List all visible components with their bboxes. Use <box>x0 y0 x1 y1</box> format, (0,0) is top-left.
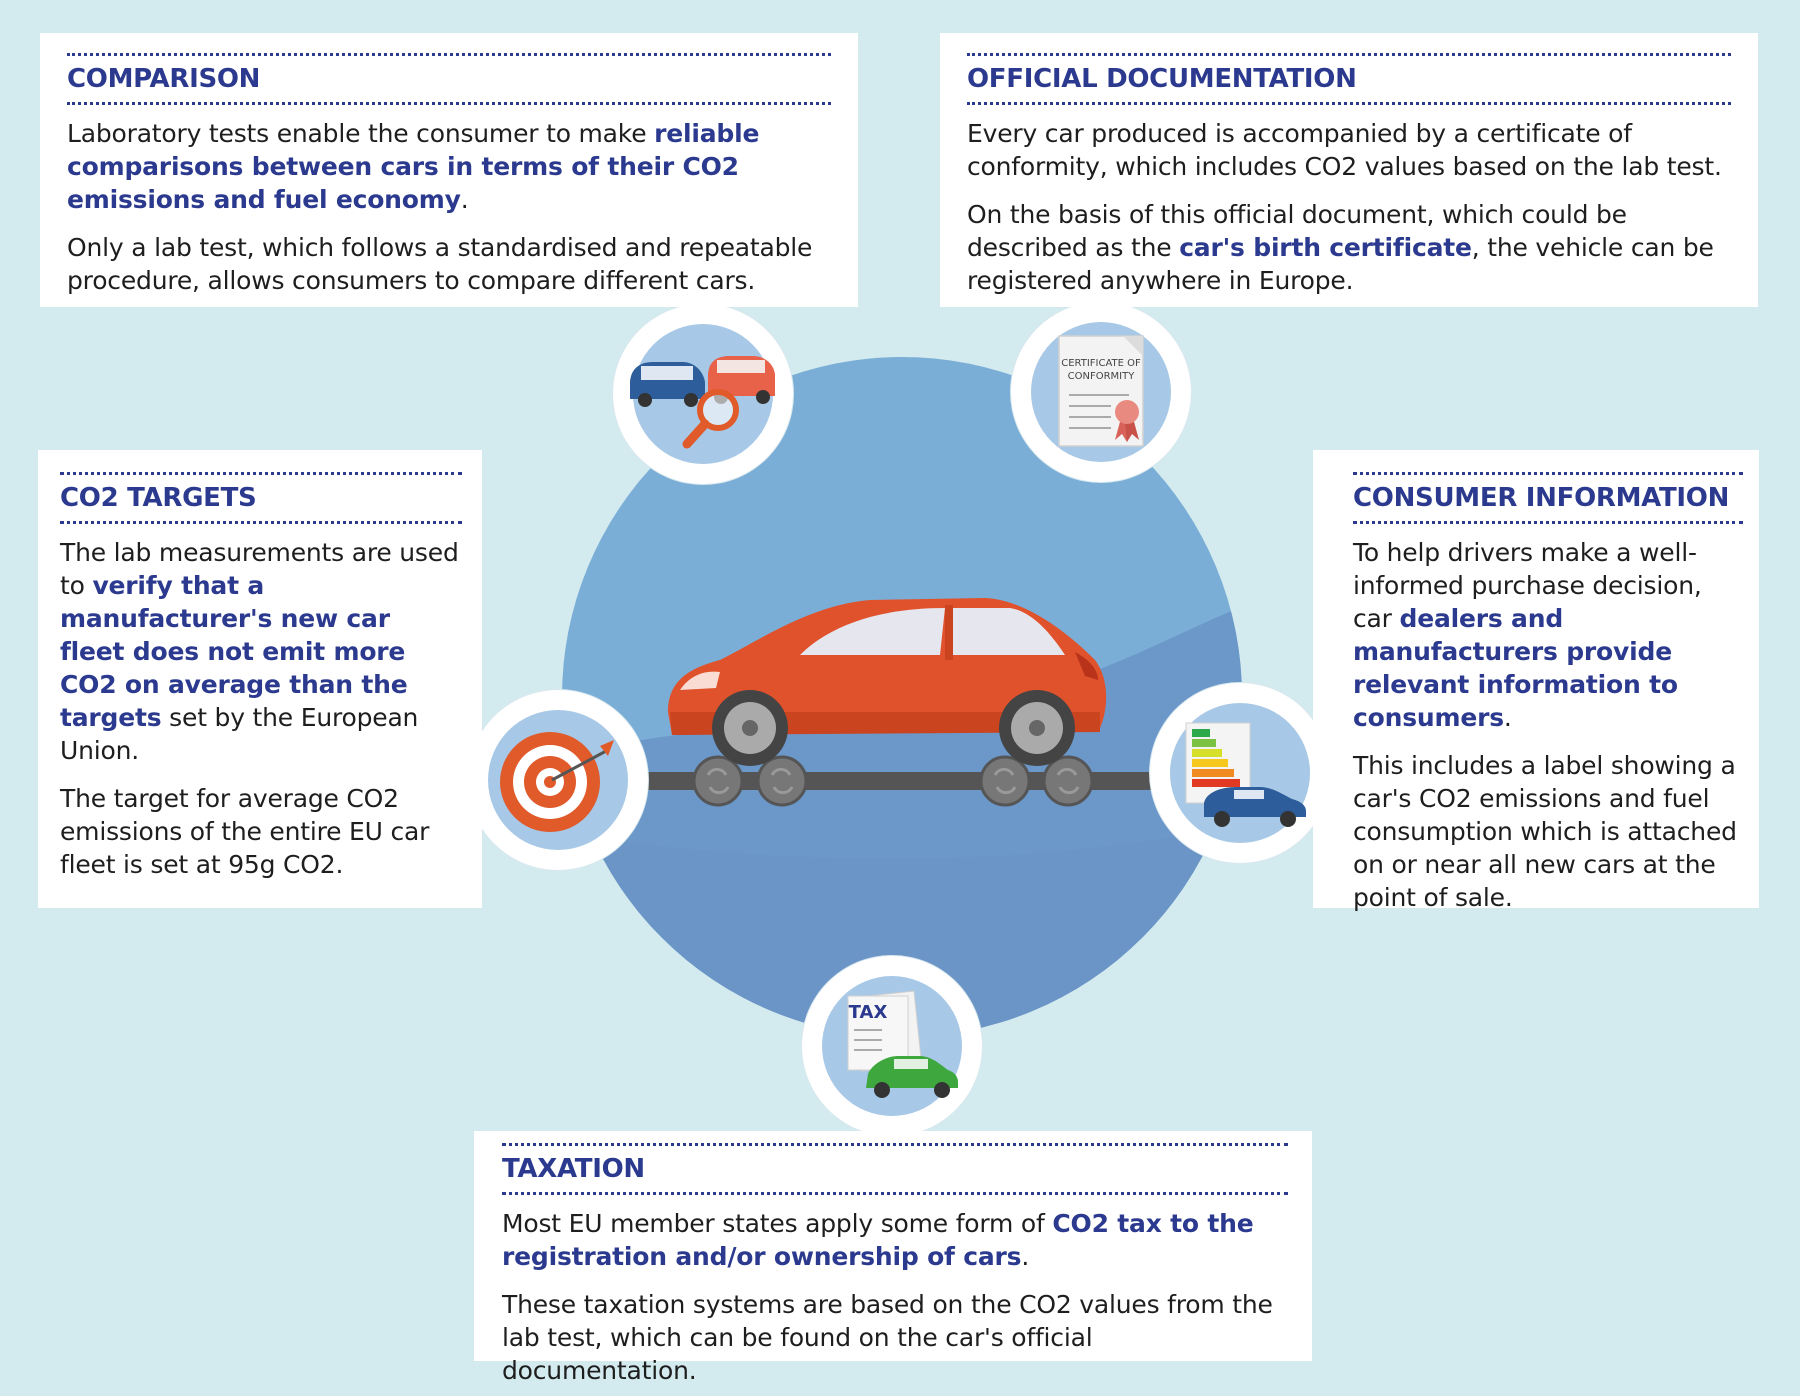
comparison-divider-top <box>67 53 831 56</box>
red-car <box>668 598 1107 735</box>
consumer-text-1: To help drivers make a well-informed pur… <box>1353 538 1702 732</box>
consumer-information-panel: CONSUMER INFORMATION To help drivers mak… <box>1313 450 1759 912</box>
energy-label-icon <box>1170 703 1310 843</box>
official-title: OFFICIAL DOCUMENTATION <box>967 64 1357 94</box>
target-icon-circle <box>468 690 648 870</box>
target-icon <box>488 710 628 850</box>
consumer-divider-bottom <box>1353 521 1743 524</box>
consumer-title: CONSUMER INFORMATION <box>1353 483 1730 513</box>
comparison-title: COMPARISON <box>67 64 261 94</box>
comparison-icon-circle <box>613 304 793 484</box>
taxation-divider-bottom <box>502 1192 1288 1195</box>
energy-label-icon-circle <box>1150 683 1330 863</box>
taxation-text-2: These taxation systems are based on the … <box>502 1290 1273 1385</box>
official-divider-bottom <box>967 102 1731 105</box>
certificate-line2: CONFORMITY <box>1068 371 1136 382</box>
co2-divider-top <box>60 472 462 475</box>
certificate-line1: CERTIFICATE OF <box>1061 358 1141 369</box>
taxation-panel: TAXATION Most EU member states apply som… <box>474 1131 1312 1385</box>
comparison-divider-bottom <box>67 102 831 105</box>
official-text-2: On the basis of this official document, … <box>967 200 1714 295</box>
co2-targets-text-1: The lab measurements are used to verify … <box>60 538 459 765</box>
co2-targets-title: CO2 TARGETS <box>60 483 257 513</box>
consumer-divider-top <box>1353 472 1743 475</box>
taxation-title: TAXATION <box>502 1154 645 1184</box>
comparison-text-2: Only a lab test, which follows a standar… <box>67 233 813 295</box>
tax-label: TAX <box>849 1002 888 1023</box>
dyno-rollers <box>692 755 1094 807</box>
co2-targets-panel: CO2 TARGETS The lab measurements are use… <box>38 450 482 908</box>
tax-icon-circle: TAX <box>802 956 982 1136</box>
certificate-icon-circle: CERTIFICATE OF CONFORMITY <box>1011 302 1191 482</box>
comparison-text-1: Laboratory tests enable the consumer to … <box>67 119 760 214</box>
certificate-of-conformity-icon: CERTIFICATE OF CONFORMITY <box>1031 322 1171 462</box>
consumer-text-2: This includes a label showing a car's CO… <box>1353 751 1737 912</box>
official-divider-top <box>967 53 1731 56</box>
car-comparison-icon <box>630 324 775 464</box>
comparison-panel: COMPARISON Laboratory tests enable the c… <box>40 33 858 307</box>
official-text-1: Every car produced is accompanied by a c… <box>967 119 1722 181</box>
tax-icon: TAX <box>822 976 962 1116</box>
taxation-divider-top <box>502 1143 1288 1146</box>
co2-targets-text-2: The target for average CO2 emissions of … <box>60 784 430 879</box>
car-wheels <box>712 690 1075 766</box>
taxation-text-1: Most EU member states apply some form of… <box>502 1209 1254 1271</box>
official-documentation-panel: OFFICIAL DOCUMENTATION Every car produce… <box>940 33 1758 307</box>
co2-divider-bottom <box>60 521 462 524</box>
